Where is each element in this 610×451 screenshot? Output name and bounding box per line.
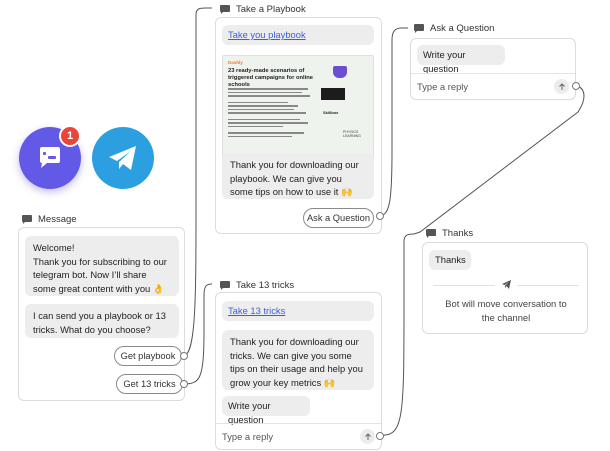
question-node-title-text: Ask a Question xyxy=(430,23,495,34)
playbook-node-title-text: Take a Playbook xyxy=(236,4,306,15)
ask-a-question-button[interactable]: Ask a Question xyxy=(303,208,374,228)
notification-badge: 1 xyxy=(59,125,81,147)
question-reply-row[interactable]: Type a reply xyxy=(411,73,575,99)
playbook-document-preview[interactable]: Dashly 23 ready-made scenarios of trigge… xyxy=(222,55,374,161)
tricks-link[interactable]: Take 13 tricks xyxy=(228,305,286,316)
tricks-node-title: Take 13 tricks xyxy=(220,280,294,291)
tricks-thanks-bubble: Thank you for downloading our tricks. We… xyxy=(222,330,374,390)
doc-logo-2: Skillbox xyxy=(323,110,339,115)
message-icon xyxy=(220,5,230,14)
chat-bubble-icon xyxy=(40,147,60,168)
thanks-bubble: Thanks xyxy=(429,250,471,270)
question-reply-port[interactable] xyxy=(572,82,580,90)
question-reply-input[interactable]: Type a reply xyxy=(417,81,469,92)
tricks-reply-port[interactable] xyxy=(376,432,384,440)
question-send-button[interactable] xyxy=(554,79,569,94)
question-bubble: Write your question xyxy=(417,45,505,74)
tricks-question-bubble: Write your question xyxy=(222,396,310,425)
message-icon xyxy=(22,215,32,224)
message-icon xyxy=(426,229,436,238)
telegram-plane-icon xyxy=(109,146,136,170)
welcome-bubble: Welcome! Thank you for subscribing to ou… xyxy=(25,236,179,296)
send-plane-icon xyxy=(502,280,511,289)
doc-text-lines xyxy=(228,86,313,139)
choice-bubble: I can send you a playbook or 13 tricks. … xyxy=(25,304,179,338)
doc-logo-3: PHYSICS LEARNING xyxy=(343,130,361,138)
chat-app-icon[interactable]: 1 xyxy=(19,125,81,189)
message-node-title-text: Message xyxy=(38,214,77,225)
doc-brand: Dashly xyxy=(228,60,243,65)
message-node-title: Message xyxy=(22,214,77,225)
tricks-reply-input[interactable]: Type a reply xyxy=(222,431,274,442)
tricks-send-button[interactable] xyxy=(360,429,375,444)
playbook-link[interactable]: Take you playbook xyxy=(228,29,306,40)
arrow-up-icon xyxy=(558,82,565,90)
get-13-tricks-button[interactable]: Get 13 tricks xyxy=(116,374,183,394)
doc-illustration xyxy=(333,66,347,78)
message-node-card[interactable]: Welcome! Thank you for subscribing to ou… xyxy=(18,227,185,401)
playbook-link-bubble[interactable]: Take you playbook xyxy=(222,25,374,45)
playbook-node-card[interactable]: Take you playbook Dashly 23 ready-made s… xyxy=(215,17,382,234)
question-node-card[interactable]: Write your question Type a reply xyxy=(410,38,576,100)
tricks-link-bubble[interactable]: Take 13 tricks xyxy=(222,301,374,321)
question-node-title: Ask a Question xyxy=(414,23,494,34)
thanks-node-title-text: Thanks xyxy=(442,228,474,239)
tricks-reply-row[interactable]: Type a reply xyxy=(216,423,381,449)
thanks-node-card[interactable]: Thanks Bot will move conversation to the… xyxy=(422,242,588,334)
playbook-thanks-bubble: Thank you for downloading our playbook. … xyxy=(222,153,374,199)
get-playbook-button[interactable]: Get playbook xyxy=(114,346,182,366)
get-13-tricks-port[interactable] xyxy=(180,380,188,388)
get-playbook-port[interactable] xyxy=(180,352,188,360)
message-icon xyxy=(220,281,230,290)
message-icon xyxy=(414,24,424,33)
move-conversation-text: Bot will move conversation to the channe… xyxy=(445,298,567,323)
thanks-node-title: Thanks xyxy=(426,228,473,239)
thanks-divider-left xyxy=(433,285,495,286)
playbook-node-title: Take a Playbook xyxy=(220,4,306,15)
tricks-node-title-text: Take 13 tricks xyxy=(236,280,295,291)
arrow-up-icon xyxy=(364,432,371,440)
doc-heading: 23 ready-made scenarios of triggered cam… xyxy=(228,68,314,89)
tricks-node-card[interactable]: Take 13 tricks Thank you for downloading… xyxy=(215,292,382,450)
telegram-app-icon[interactable] xyxy=(92,127,154,189)
ask-question-port[interactable] xyxy=(376,212,384,220)
doc-logo-1 xyxy=(321,88,345,100)
thanks-divider-right xyxy=(517,285,579,286)
